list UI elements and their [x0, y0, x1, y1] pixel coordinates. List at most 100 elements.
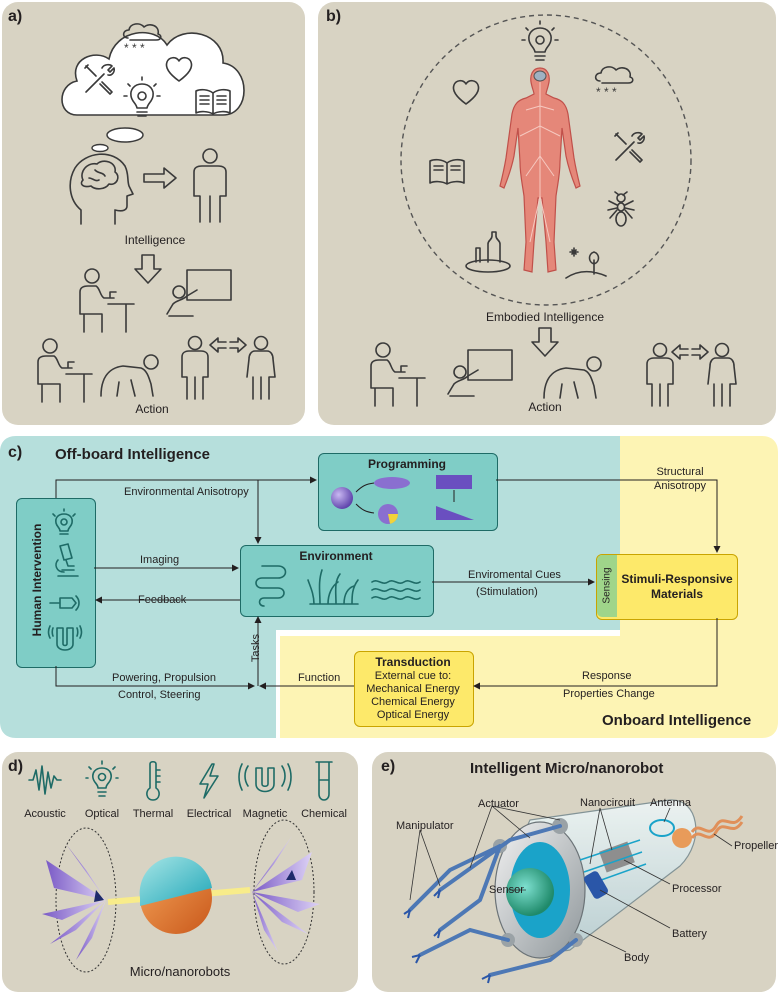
chemical-tube-icon — [315, 761, 333, 801]
ant-icon — [607, 191, 635, 227]
down-arrow-icon — [134, 254, 162, 284]
powering-label: Powering, Propulsion — [112, 672, 216, 684]
cloud-snow-icon-b: * * * — [594, 66, 634, 99]
env-anisotropy-label: Environmental Anisotropy — [124, 486, 249, 498]
transduction-title: Transduction — [375, 655, 451, 669]
action-label-b: Action — [528, 400, 562, 414]
lightbulb-gear-icon-b — [521, 20, 559, 61]
double-arrow-icon-b — [671, 344, 709, 360]
stimulation-label: (Stimulation) — [476, 586, 538, 598]
environment-title: Environment — [299, 549, 373, 563]
transduction-line-1: External cue to: — [374, 670, 452, 682]
label-battery: Battery — [672, 928, 707, 940]
heart-icon — [165, 56, 193, 82]
stimuli-responsive-materials-box — [596, 554, 738, 620]
tools-icon — [84, 63, 115, 95]
down-arrow-icon-b — [531, 327, 559, 357]
human-intervention-box — [16, 498, 96, 668]
ultrasound-probe-icon — [49, 595, 80, 611]
person-crawling-icon — [100, 354, 159, 397]
label-propeller: Propeller — [734, 840, 778, 852]
sensing-strip — [597, 555, 617, 617]
person-at-desk-icon — [79, 268, 135, 333]
panel-d-tag: d) — [8, 758, 24, 775]
svg-text:* * *: * * * — [124, 41, 145, 55]
intelligence-label: Intelligence — [124, 233, 186, 247]
embodied-ellipse — [400, 14, 692, 306]
woman-icon — [246, 335, 276, 400]
person-at-desk-icon-b — [370, 342, 426, 407]
feedback-label: Feedback — [138, 594, 187, 606]
transduction-line-4: Optical Energy — [376, 709, 450, 721]
stimuli-title-1: Stimuli-Responsive — [621, 572, 733, 586]
stimulus-acoustic: Acoustic — [24, 808, 66, 820]
structural-label-2: Anisotropy — [654, 480, 706, 492]
intelligent-robot-illustration — [403, 799, 744, 984]
tools-icon-b — [614, 131, 645, 163]
micro-nanorobots-caption: Micro/nanorobots — [129, 964, 231, 979]
panel-c-tag: c) — [8, 444, 23, 461]
label-actuator: Actuator — [478, 798, 519, 810]
optical-lightbulb-icon — [85, 760, 119, 797]
microscope-icon — [55, 543, 79, 577]
intestine-icon — [255, 565, 287, 607]
thought-cloud-icon — [61, 31, 245, 153]
imaging-label: Imaging — [140, 554, 180, 566]
heart-icon-b — [452, 79, 480, 105]
panel-e-tag: e) — [381, 758, 396, 775]
person-standing-icon — [193, 148, 227, 223]
label-body: Body — [624, 952, 650, 964]
panel-e-title: Intelligent Micro/nanorobot — [470, 760, 664, 777]
right-arrow-icon — [143, 167, 177, 189]
stimulus-electrical: Electrical — [186, 808, 232, 820]
cloud-snow-icon: * * * — [122, 23, 162, 55]
book-icon — [195, 88, 231, 115]
programming-title: Programming — [367, 457, 446, 471]
action-label-a: Action — [135, 402, 169, 416]
lightbulb-gear-icon — [123, 76, 161, 117]
thermometer-icon — [146, 760, 161, 801]
human-nervous-system-icon — [499, 67, 581, 273]
svg-text:* * *: * * * — [596, 85, 617, 99]
person-at-board-icon-b — [447, 349, 513, 397]
magnet-icon-c — [47, 625, 83, 651]
water-waves-icon — [371, 580, 421, 600]
grass-icon — [307, 569, 359, 605]
label-processor: Processor — [672, 883, 722, 895]
properties-change-label: Properties Change — [563, 688, 655, 700]
stimulus-chemical: Chemical — [301, 808, 347, 820]
man-icon-b — [646, 342, 674, 407]
label-sensor: Sensor — [489, 884, 524, 896]
tray-bottles-icon — [465, 231, 511, 273]
electrical-bolt-icon — [199, 763, 219, 799]
label-manipulator: Manipulator — [396, 820, 454, 832]
function-label: Function — [298, 672, 341, 684]
stimulus-optical: Optical — [84, 808, 120, 820]
double-arrow-icon — [209, 337, 247, 353]
onboard-title: Onboard Intelligence — [602, 712, 752, 729]
stimuli-title-2: Materials — [650, 587, 704, 601]
panel-a-tag: a) — [8, 8, 23, 25]
person-at-board-icon — [166, 269, 232, 317]
micro-nanorobot-illustration — [42, 819, 320, 973]
structural-label-1: Structural — [656, 466, 704, 478]
programming-shapes — [331, 475, 474, 524]
label-antenna: Antenna — [650, 797, 691, 809]
embodied-intelligence-label: Embodied Intelligence — [485, 310, 605, 324]
tasks-label: Tasks — [250, 633, 262, 663]
offboard-title: Off-board Intelligence — [55, 446, 211, 463]
sun-plant-icon — [565, 247, 607, 279]
head-brain-icon — [69, 153, 134, 225]
env-cues-label: Enviromental Cues — [468, 569, 561, 581]
transduction-line-3: Chemical Energy — [371, 696, 455, 708]
stimulus-magnetic: Magnetic — [242, 808, 288, 820]
book-icon-b — [429, 158, 465, 185]
man-icon — [181, 335, 209, 400]
person-at-desk-icon-2 — [37, 338, 93, 403]
woman-icon-b — [707, 342, 737, 407]
magnetic-icon — [238, 763, 292, 793]
transduction-line-2: Mechanical Energy — [366, 683, 460, 695]
acoustic-icon — [28, 765, 62, 795]
control-label: Control, Steering — [118, 689, 201, 701]
label-nanocircuit: Nanocircuit — [580, 797, 636, 809]
